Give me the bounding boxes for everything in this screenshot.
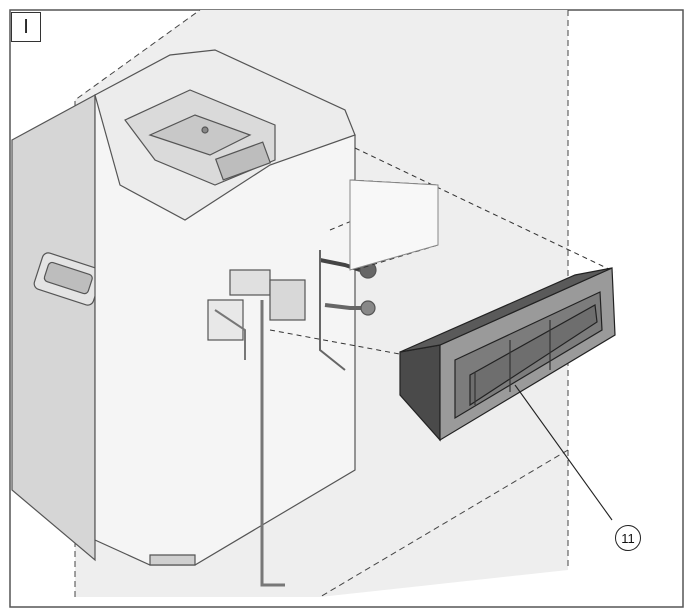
callout-11: 11 (615, 525, 641, 551)
step-label: I (11, 12, 41, 42)
leader-line-11 (514, 384, 613, 521)
drain-pipe (260, 300, 285, 587)
ghost-opening (349, 179, 439, 271)
unit-left-side (11, 93, 96, 562)
front-opening-1 (229, 269, 271, 296)
front-opening-2 (269, 279, 306, 321)
rear-duct-frame (399, 267, 616, 442)
pipe-connection-lower (324, 303, 362, 310)
boiler-unit (11, 49, 377, 587)
